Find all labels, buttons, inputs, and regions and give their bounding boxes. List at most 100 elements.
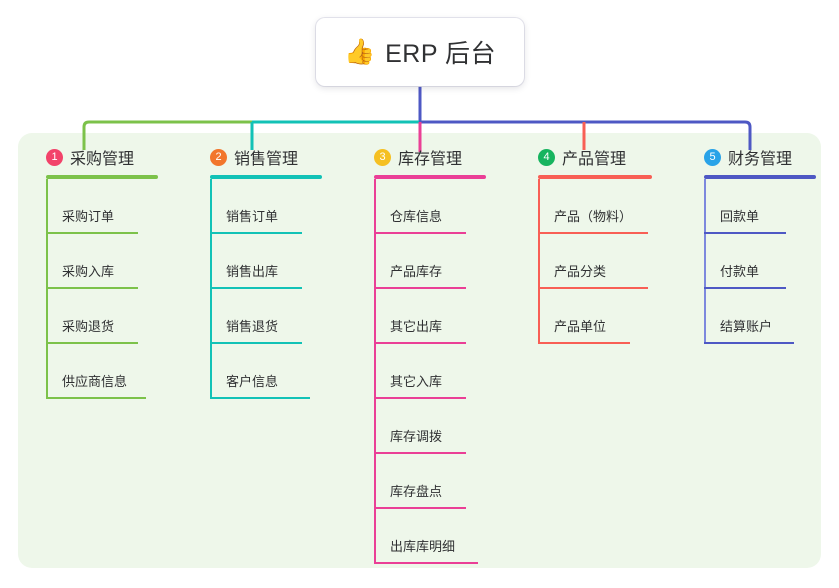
leaf-item[interactable]: 供应商信息 (36, 344, 186, 399)
leaf-item-rule (210, 287, 302, 289)
leaf-item-rule (210, 397, 310, 399)
leaf-item-label: 产品库存 (390, 264, 443, 279)
leaf-item[interactable]: 仓库信息 (364, 179, 514, 234)
leaf-item-rule (704, 232, 786, 234)
leaf-item-rule (374, 232, 466, 234)
column-header-3[interactable]: 3 库存管理 (364, 146, 514, 168)
leaf-item-rule (538, 287, 648, 289)
leaf-item-label: 付款单 (720, 264, 760, 279)
leaf-item-label: 采购退货 (62, 319, 115, 334)
column-spine-5 (704, 179, 706, 344)
column-badge-3: 3 (374, 148, 391, 166)
leaf-item[interactable]: 产品（物料） (528, 179, 688, 234)
leaf-item[interactable]: 采购退货 (36, 289, 186, 344)
leaf-item[interactable]: 采购订单 (36, 179, 186, 234)
column-2: 2 销售管理销售订单销售出库销售退货客户信息 (200, 146, 350, 399)
leaf-item-label: 采购入库 (62, 264, 115, 279)
column-spine-3 (374, 179, 376, 564)
leaf-item[interactable]: 出库库明细 (364, 509, 514, 564)
column-3: 3 库存管理仓库信息产品库存其它出库其它入库库存调拨库存盘点出库库明细 (364, 146, 514, 564)
leaf-item-rule (46, 287, 138, 289)
column-badge-4: 4 (538, 148, 555, 166)
leaf-item[interactable]: 库存盘点 (364, 454, 514, 509)
column-4: 4 产品管理产品（物料） 产品分类产品单位 (528, 146, 688, 344)
leaf-item-label: 仓库信息 (390, 209, 443, 224)
column-items-5: 回款单付款单结算账户 (694, 179, 834, 344)
leaf-item-label: 回款单 (720, 209, 760, 224)
leaf-item-rule (46, 397, 146, 399)
leaf-item[interactable]: 产品库存 (364, 234, 514, 289)
column-items-4: 产品（物料） 产品分类产品单位 (528, 179, 688, 344)
leaf-item-rule (538, 342, 630, 344)
leaf-item-rule (374, 342, 466, 344)
column-spine-4 (538, 179, 540, 344)
leaf-item-rule (210, 232, 302, 234)
leaf-item[interactable]: 付款单 (694, 234, 834, 289)
column-rule-2 (210, 175, 322, 179)
leaf-item-label: 其它入库 (390, 374, 443, 389)
leaf-item-label: 采购订单 (62, 209, 115, 224)
leaf-item-label: 其它出库 (390, 319, 443, 334)
column-badge-5: 5 (704, 148, 721, 166)
leaf-item-label: 销售订单 (226, 209, 279, 224)
leaf-item[interactable]: 结算账户 (694, 289, 834, 344)
column-spine-2 (210, 179, 212, 399)
column-items-1: 采购订单采购入库采购退货供应商信息 (36, 179, 186, 399)
leaf-item-rule (704, 342, 794, 344)
column-items-3: 仓库信息产品库存其它出库其它入库库存调拨库存盘点出库库明细 (364, 179, 514, 564)
leaf-item[interactable]: 产品单位 (528, 289, 688, 344)
column-badge-2: 2 (210, 148, 227, 166)
column-header-2[interactable]: 2 销售管理 (200, 146, 350, 168)
leaf-item[interactable]: 销售订单 (200, 179, 350, 234)
leaf-item[interactable]: 销售出库 (200, 234, 350, 289)
column-header-1[interactable]: 1 采购管理 (36, 146, 186, 168)
column-1: 1 采购管理采购订单采购入库采购退货供应商信息 (36, 146, 186, 399)
column-title-2: 销售管理 (234, 151, 299, 168)
root-title-card[interactable]: 👍ERP 后台 (316, 18, 524, 86)
column-5: 5 财务管理回款单付款单结算账户 (694, 146, 834, 344)
column-title-4: 产品管理 (562, 151, 627, 168)
column-title-3: 库存管理 (398, 151, 463, 168)
leaf-item[interactable]: 产品分类 (528, 234, 688, 289)
leaf-item-label: 销售出库 (226, 264, 279, 279)
leaf-item[interactable]: 其它入库 (364, 344, 514, 399)
leaf-item-label: 产品（物料） (554, 209, 633, 224)
column-spine-1 (46, 179, 48, 399)
column-badge-1: 1 (46, 148, 63, 166)
column-rule-3 (374, 175, 486, 179)
leaf-item[interactable]: 其它出库 (364, 289, 514, 344)
leaf-item-label: 产品单位 (554, 319, 607, 334)
column-items-2: 销售订单销售出库销售退货客户信息 (200, 179, 350, 399)
leaf-item-label: 库存盘点 (390, 484, 443, 499)
leaf-item-rule (374, 507, 466, 509)
leaf-item-rule (374, 397, 466, 399)
column-header-5[interactable]: 5 财务管理 (694, 146, 834, 168)
leaf-item[interactable]: 库存调拨 (364, 399, 514, 454)
leaf-item[interactable]: 客户信息 (200, 344, 350, 399)
thumbs-up-emoji: 👍 (343, 37, 376, 66)
column-rule-1 (46, 175, 158, 179)
leaf-item-rule (374, 562, 478, 564)
leaf-item-label: 客户信息 (226, 374, 279, 389)
leaf-item-label: 出库库明细 (390, 539, 456, 554)
column-rule-4 (538, 175, 652, 179)
leaf-item-rule (704, 287, 786, 289)
column-title-5: 财务管理 (728, 151, 793, 168)
leaf-item-rule (210, 342, 302, 344)
leaf-item-label: 库存调拨 (390, 429, 443, 444)
leaf-item[interactable]: 销售退货 (200, 289, 350, 344)
leaf-item-rule (374, 287, 466, 289)
leaf-item-rule (46, 232, 138, 234)
leaf-item[interactable]: 回款单 (694, 179, 834, 234)
leaf-item-rule (46, 342, 138, 344)
leaf-item[interactable]: 采购入库 (36, 234, 186, 289)
leaf-item-rule (538, 232, 648, 234)
leaf-item-label: 销售退货 (226, 319, 279, 334)
column-title-1: 采购管理 (70, 151, 135, 168)
leaf-item-label: 供应商信息 (62, 374, 128, 389)
column-header-4[interactable]: 4 产品管理 (528, 146, 688, 168)
leaf-item-label: 结算账户 (720, 319, 773, 334)
leaf-item-rule (374, 452, 466, 454)
